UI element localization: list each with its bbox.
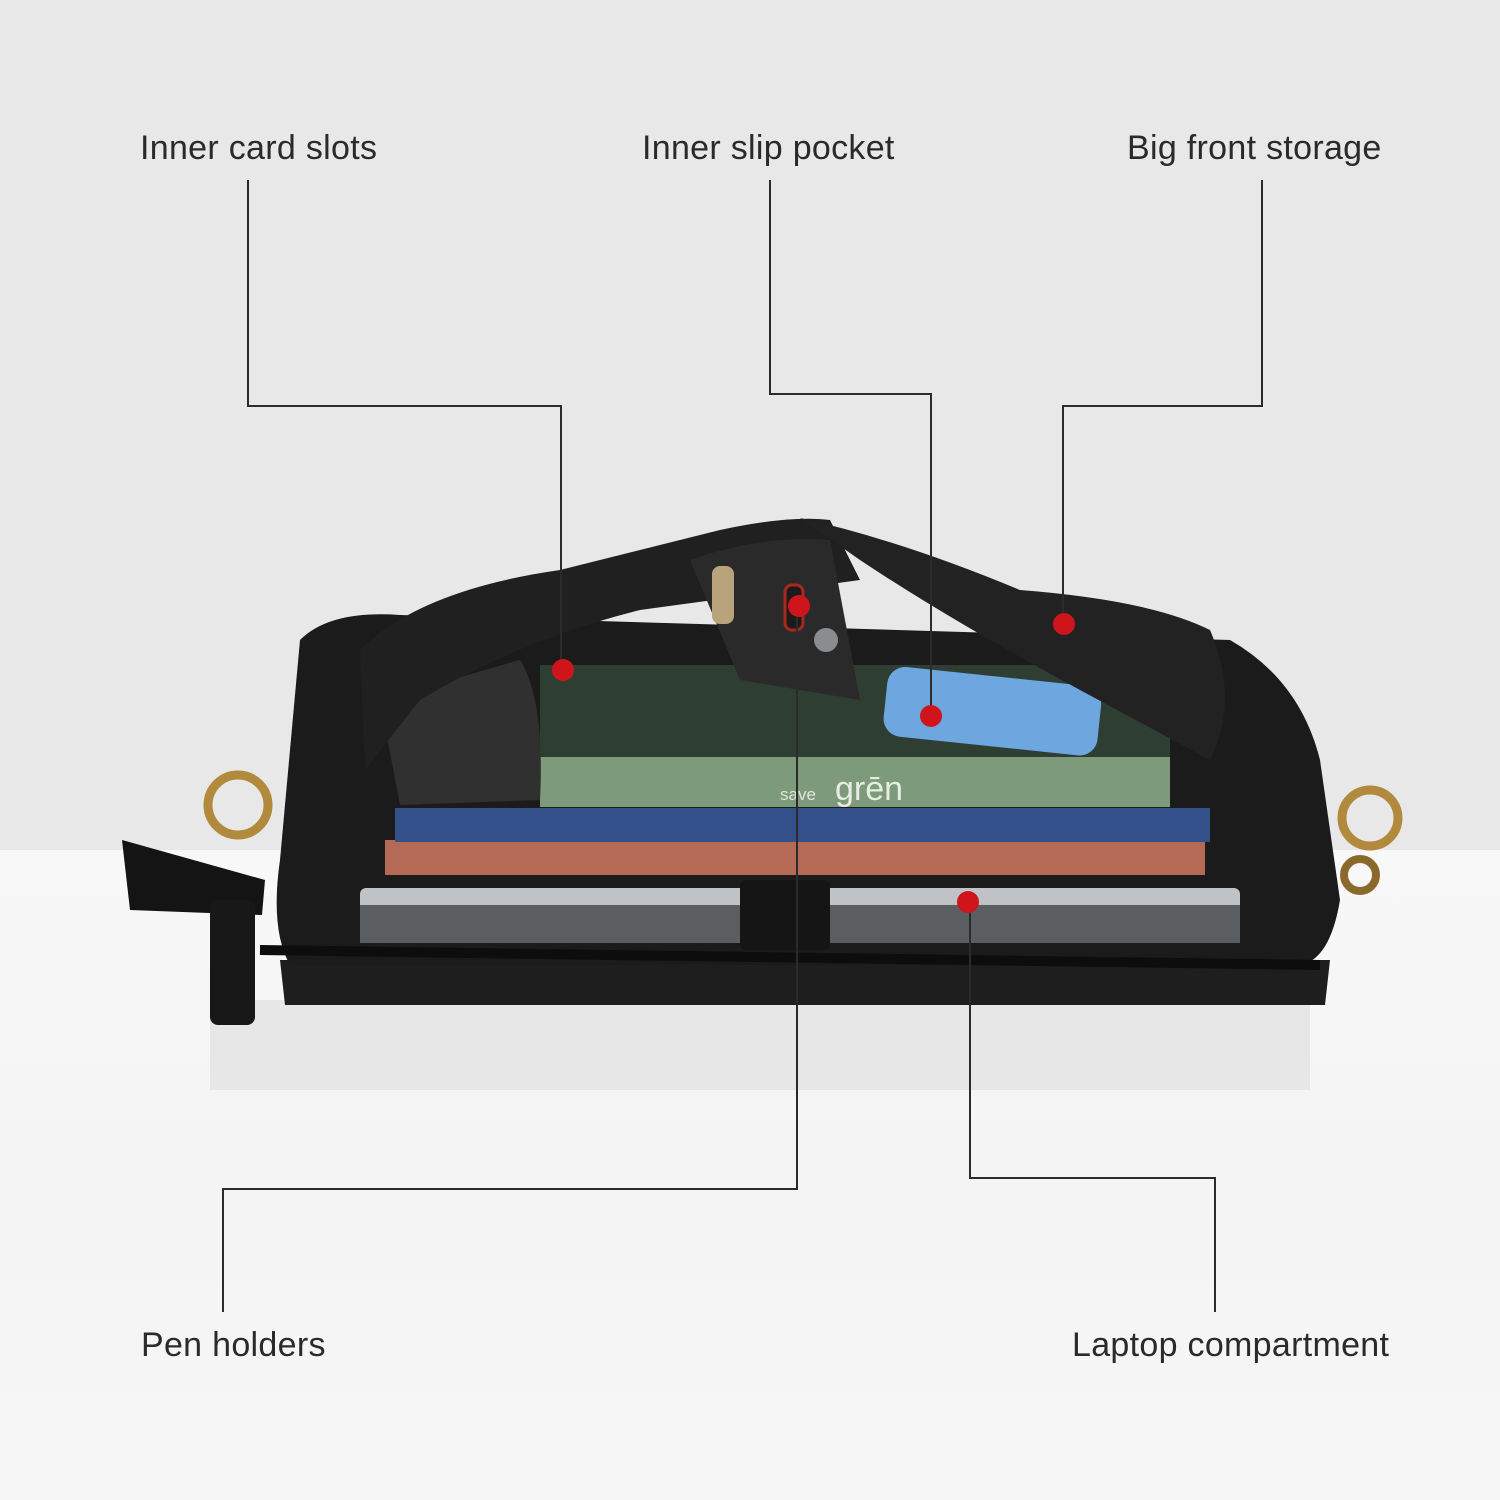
phone	[883, 666, 1102, 756]
notebook-red	[385, 840, 1205, 875]
zipper-tab	[122, 840, 265, 915]
marker-dot	[957, 891, 979, 913]
d-ring-clip	[1340, 855, 1380, 895]
leader-inner-slip-pocket	[769, 180, 932, 716]
leader-inner-card-slots	[247, 180, 562, 672]
pen-silver	[814, 628, 838, 652]
callout-big-front-storage: Big front storage	[1127, 129, 1382, 167]
marker-dot	[788, 595, 810, 617]
bag-body	[280, 960, 1330, 1005]
marker-dot	[920, 705, 942, 727]
d-ring-left	[203, 770, 273, 840]
callout-inner-card-slots: Inner card slots	[140, 129, 378, 167]
notebook-blue	[395, 808, 1210, 842]
marker-dot	[1053, 613, 1075, 635]
bag-flap-right	[800, 518, 1225, 760]
marker-dots	[552, 595, 1075, 913]
leader-laptop-compartment	[969, 902, 1216, 1312]
d-ring-right	[1337, 785, 1403, 851]
zipper-pull	[210, 900, 255, 1025]
marker-dot	[552, 659, 574, 681]
callout-laptop-compartment: Laptop compartment	[1072, 1326, 1390, 1364]
pen-gold	[712, 566, 734, 624]
bottom-zipper	[259, 945, 1321, 970]
leader-big-front-storage	[1062, 180, 1263, 624]
bag-reflection	[210, 1000, 1310, 1090]
leader-lines	[222, 180, 1263, 1312]
notebook-green	[540, 755, 1170, 807]
callout-pen-holders: Pen holders	[141, 1326, 326, 1364]
callout-inner-slip-pocket: Inner slip pocket	[642, 129, 895, 167]
leader-pen-holders	[222, 606, 798, 1312]
notebook-cover-large-text: grēn	[835, 770, 903, 808]
laptop-strap	[740, 880, 830, 950]
